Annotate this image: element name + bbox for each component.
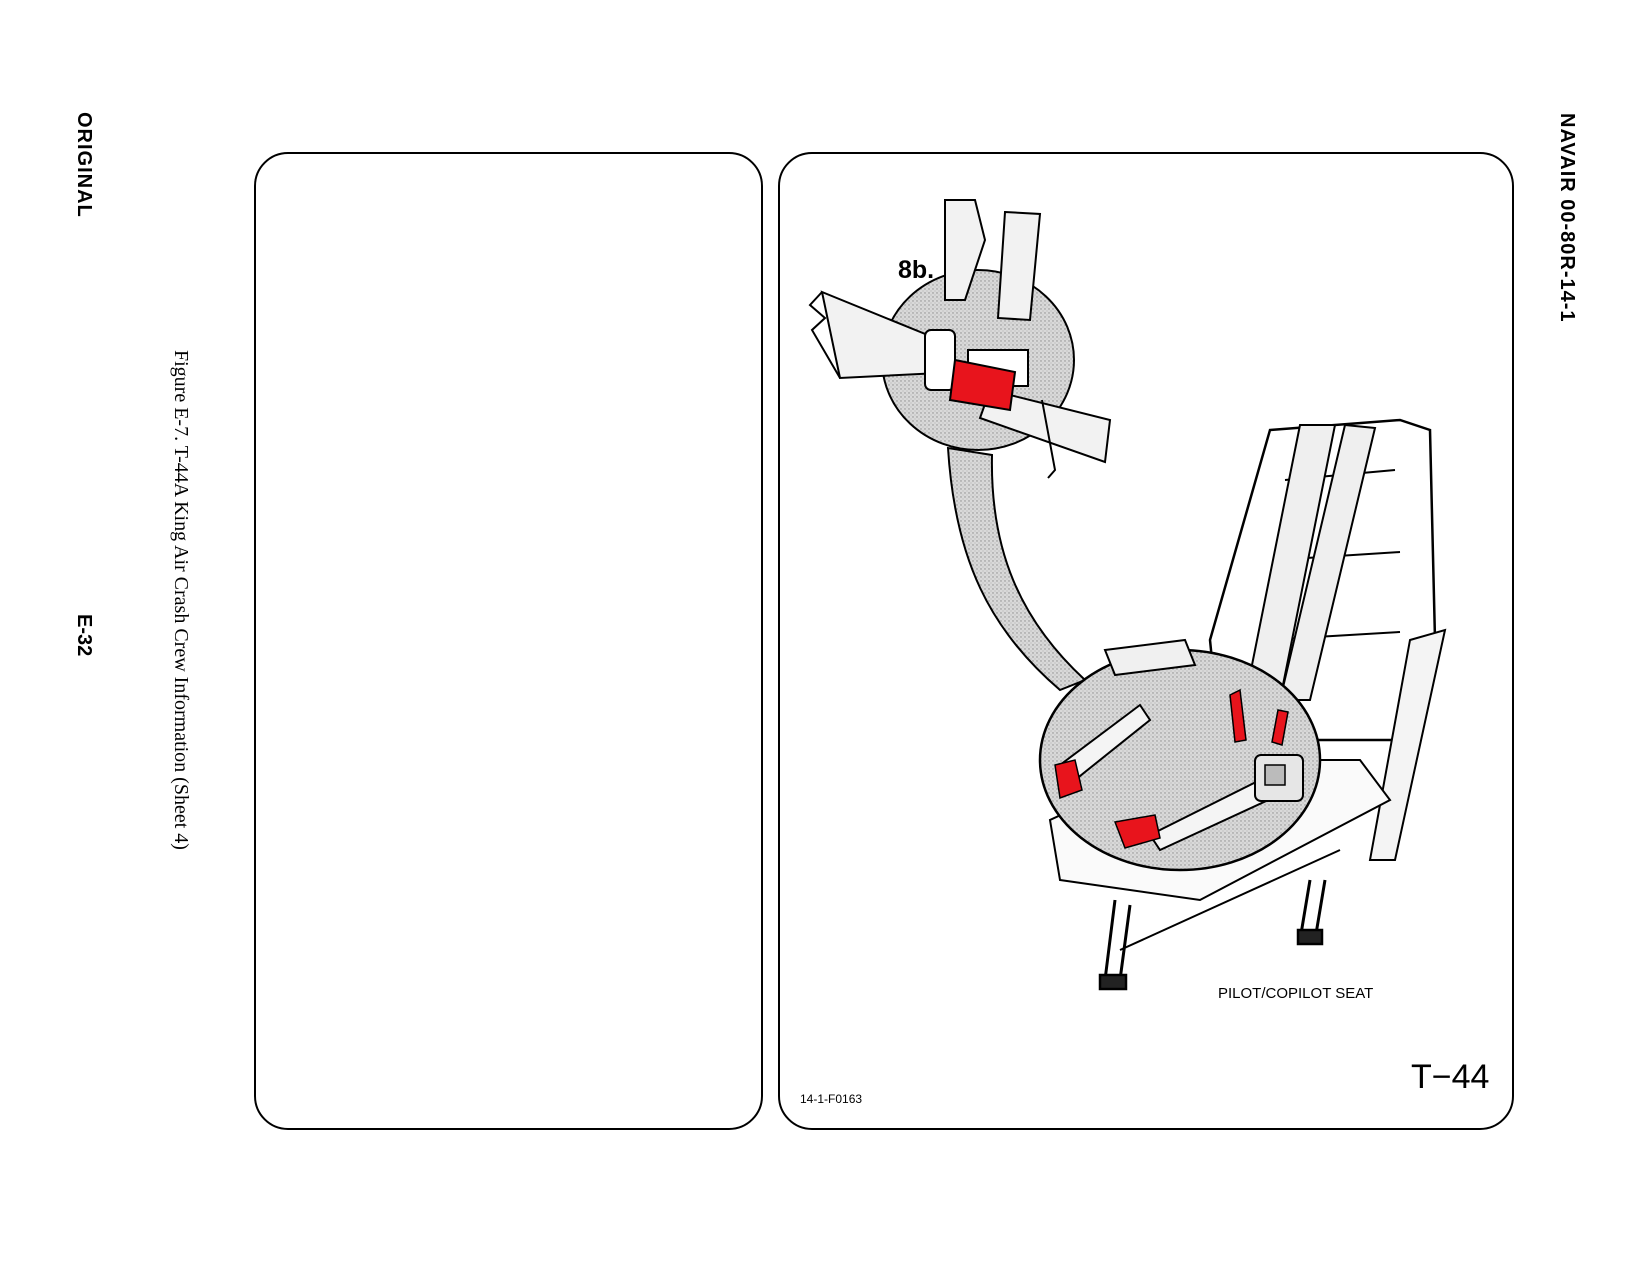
seat-label: PILOT/COPILOT SEAT <box>1218 985 1374 1002</box>
lap-belt-latch-highlight <box>1113 814 1161 849</box>
blank-panel <box>254 152 763 1130</box>
lap-belt-inset <box>1038 638 1322 872</box>
buckle-detail-inset <box>808 199 1112 479</box>
lap-belt-fitting-highlight <box>1054 759 1083 800</box>
callout-label: 8b. <box>898 256 935 284</box>
aircraft-designation: T−44 <box>1411 1058 1490 1096</box>
crotch-strap-fitting-highlight <box>1229 688 1247 743</box>
buckle-latch-highlight <box>948 358 1017 412</box>
harness-fitting-highlight <box>1271 709 1289 746</box>
callout-connector <box>946 446 1087 692</box>
figure-code: 14-1-F0163 <box>800 1092 863 1106</box>
